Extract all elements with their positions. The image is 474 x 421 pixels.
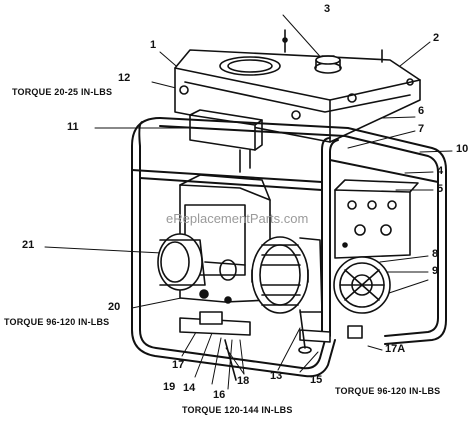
engine: [157, 174, 271, 303]
torque-right-mount: TORQUE 96-120 IN-LBS: [335, 386, 441, 396]
alternator: [251, 236, 323, 314]
callout-14: 14: [183, 382, 196, 394]
callout-4: 4: [437, 165, 444, 177]
callout-7: 7: [418, 123, 425, 135]
leader-lines: [44, 14, 453, 390]
callout-3: 3: [324, 3, 331, 15]
callout-5: 5: [437, 183, 444, 195]
callout-8: 8: [432, 248, 439, 260]
watermark-text: eReplacementParts.com: [166, 211, 309, 226]
callout-20: 20: [108, 301, 121, 313]
callout-19: 19: [163, 381, 176, 393]
torque-bottom: TORQUE 120-144 IN-LBS: [182, 405, 293, 415]
torque-cover: TORQUE 20-25 IN-LBS: [12, 87, 113, 97]
callout-12: 12: [118, 72, 131, 84]
callout-21: 21: [22, 239, 35, 251]
callout-17a: 17A: [385, 343, 406, 355]
callout-6: 6: [418, 105, 425, 117]
callout-15: 15: [310, 374, 323, 386]
callout-9: 9: [432, 265, 439, 277]
callout-18: 18: [237, 375, 250, 387]
callout-17: 17: [172, 359, 185, 371]
frame: [131, 117, 447, 378]
end-cover: [333, 256, 391, 314]
outlet-panel: [334, 179, 419, 259]
base-mounts: [179, 289, 363, 381]
callout-10: 10: [456, 143, 469, 155]
callout-2: 2: [433, 32, 440, 44]
callout-16: 16: [213, 389, 226, 401]
callout-13: 13: [270, 370, 283, 382]
fuel-tank: [174, 29, 421, 143]
callout-1: 1: [150, 39, 157, 51]
callout-11: 11: [67, 121, 79, 133]
torque-left-mount: TORQUE 96-120 IN-LBS: [4, 317, 110, 327]
